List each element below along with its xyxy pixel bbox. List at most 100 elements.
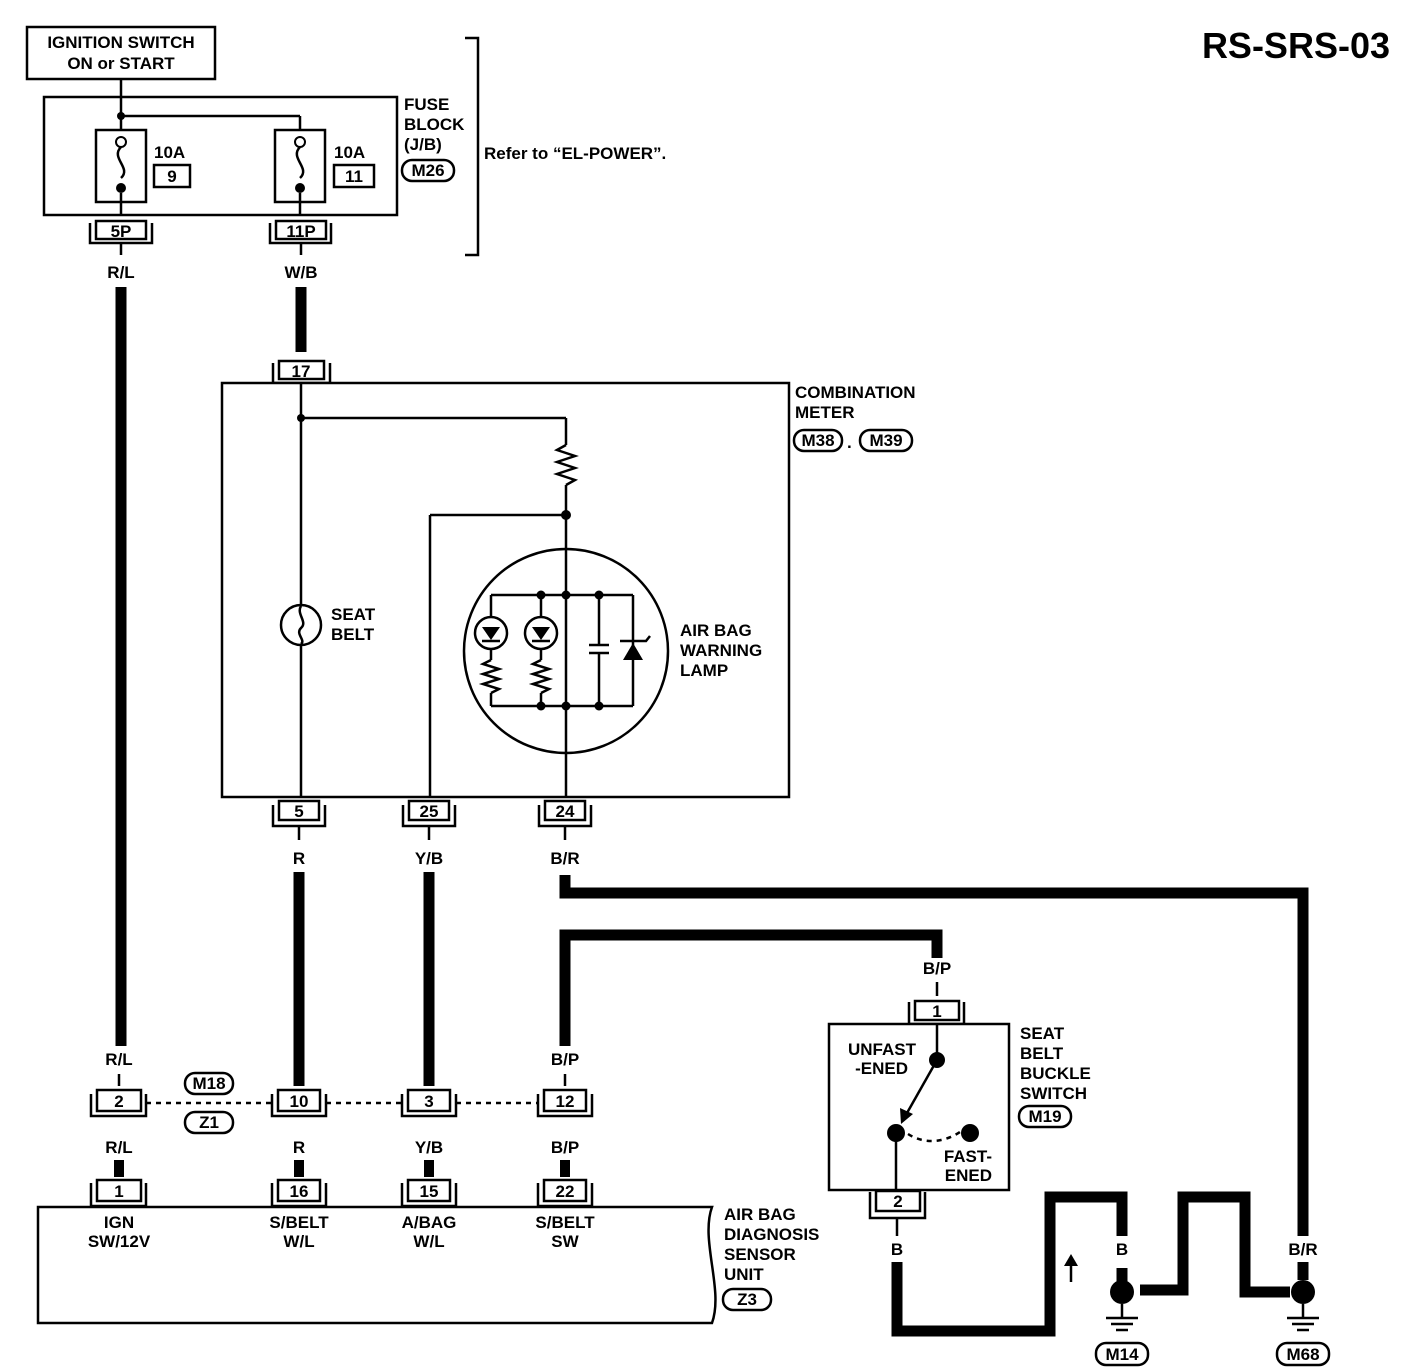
unfastened-label-1: UNFAST: [848, 1040, 917, 1059]
airbag-lamp-label-2: WARNING: [680, 641, 762, 660]
arrow-up-icon: [1064, 1254, 1078, 1282]
meter-pin-17: 17: [292, 362, 311, 381]
ground-m14-label: M14: [1105, 1345, 1139, 1364]
fuse-pin-11p: 11P W/B: [268, 219, 333, 282]
fuse-block-label-1: FUSE: [404, 95, 449, 114]
meter-pin-5: 5 R: [271, 799, 327, 868]
svg-text:S/BELT: S/BELT: [535, 1213, 595, 1232]
fuse-11-rating: 10A: [334, 143, 365, 162]
wire-label-br: B/R: [550, 849, 579, 868]
wire-label-b-2: B: [1177, 1240, 1189, 1259]
fuse-9-icon: [94, 128, 148, 204]
svg-text:SW: SW: [551, 1232, 579, 1251]
airbag-warning-lamp-icon: [462, 547, 670, 797]
switch-pin-1: 1: [932, 1002, 941, 1021]
wire-label-r-low: R: [293, 1138, 305, 1157]
fuse-block-label-3: (J/B): [404, 135, 442, 154]
svg-text:S/BELT: S/BELT: [269, 1213, 329, 1232]
switch-connector-m19: M19: [1028, 1107, 1061, 1126]
fuse-pin-5p: 5P R/L: [88, 219, 154, 282]
harness-connector-m18: M18: [192, 1074, 225, 1093]
ground-m14-icon: [1094, 1280, 1150, 1367]
fastened-label-2: ENED: [945, 1166, 992, 1185]
sensor-label-3: SENSOR: [724, 1245, 796, 1264]
fastened-label-1: FAST-: [944, 1147, 992, 1166]
harness-pin-3: 3: [424, 1092, 433, 1111]
ground-m68-icon: [1275, 1280, 1331, 1367]
airbag-lamp-label-3: LAMP: [680, 661, 728, 680]
wire-label-rl-low: R/L: [105, 1138, 132, 1157]
refer-note: Refer to “EL-POWER”.: [484, 144, 666, 163]
airbag-lamp-label-1: AIR BAG: [680, 621, 752, 640]
page-title: RS-SRS-03: [1202, 25, 1390, 66]
fuse-block: 10A 9 10A 11 FUSE BLOCK (J/B) M26 Refer …: [42, 36, 666, 257]
fuse-9-number: 9: [167, 167, 176, 186]
svg-text:W/L: W/L: [413, 1232, 444, 1251]
sensor-label-4: UNIT: [724, 1265, 764, 1284]
harness-connector-z1: Z1: [199, 1113, 219, 1132]
harness-pin-2: 2: [114, 1092, 123, 1111]
meter-connector-m39: M39: [869, 431, 902, 450]
svg-text:24: 24: [556, 802, 575, 821]
sensor-pin-1: 1: [114, 1182, 123, 1201]
sensor-label-1: AIR BAG: [724, 1205, 796, 1224]
sensor-pin-16: 16: [290, 1182, 309, 1201]
svg-text:5P: 5P: [111, 222, 132, 241]
switch-label-2: BELT: [1020, 1044, 1064, 1063]
buckle-switch: B/P 1 UNFAST -ENED FAST- ENED SEAT BELT …: [827, 959, 1091, 1259]
wire-label-bp-switch: B/P: [923, 959, 951, 978]
ignition-label-2: ON or START: [67, 54, 175, 73]
harness-pin-10: 10: [290, 1092, 309, 1111]
wire-label-bp-low: B/P: [551, 1138, 579, 1157]
meter-label-1: COMBINATION: [795, 383, 916, 402]
svg-text:11P: 11P: [286, 222, 315, 241]
switch-label-4: SWITCH: [1020, 1084, 1087, 1103]
wire-label-rl-mid: R/L: [105, 1050, 132, 1069]
ignition-switch: IGNITION SWITCH ON or START: [25, 25, 217, 81]
combination-meter: 17 COMBINATION METER M38 . M39 SEAT BELT: [220, 359, 916, 799]
fuse-block-connector: M26: [411, 161, 444, 180]
seat-belt-label-2: BELT: [331, 625, 375, 644]
wire-label-b-1: B: [1116, 1240, 1128, 1259]
svg-text:25: 25: [420, 802, 439, 821]
sensor-pin-15: 15: [420, 1182, 439, 1201]
meter-connector-m38: M38: [801, 431, 834, 450]
wire-label-r: R: [293, 849, 305, 868]
wire-label-br-ground: B/R: [1288, 1240, 1317, 1259]
switch-label-1: SEAT: [1020, 1024, 1065, 1043]
seat-belt-lamp-icon: [279, 603, 323, 647]
svg-text:A/BAG: A/BAG: [402, 1213, 457, 1232]
svg-text:5: 5: [294, 802, 303, 821]
sensor-label-2: DIAGNOSIS: [724, 1225, 819, 1244]
fuse-11-number: 11: [345, 167, 363, 186]
meter-pin-24: 24 B/R: [537, 799, 593, 868]
switch-label-3: BUCKLE: [1020, 1064, 1091, 1083]
fuse-9-rating: 10A: [154, 143, 185, 162]
airbag-sensor-unit: 1 16 15 22 IGN SW/12V S/BELT W/L A/BAG W…: [36, 1178, 819, 1325]
resistor-icon: [553, 443, 579, 487]
switch-pin-2: 2: [893, 1192, 902, 1211]
sensor-pin-22: 22: [556, 1182, 575, 1201]
fuse-11-icon: [273, 128, 327, 204]
wire-label-wb: W/B: [284, 263, 317, 282]
wire-label-yb-low: Y/B: [415, 1138, 443, 1157]
seat-belt-label-1: SEAT: [331, 605, 376, 624]
meter-label-2: METER: [795, 403, 855, 422]
svg-text:IGN: IGN: [104, 1213, 134, 1232]
svg-text:SW/12V: SW/12V: [88, 1232, 151, 1251]
fuse-block-label-2: BLOCK: [404, 115, 465, 134]
grounds: B B B B/R M14 M68: [1064, 1240, 1331, 1367]
sensor-connector-z3: Z3: [737, 1290, 757, 1309]
harness-pin-12: 12: [556, 1092, 575, 1111]
harness-connector: R/L B/P 2 10 3 12 M18 Z1 R/L R Y/B B/P: [89, 1050, 594, 1177]
ignition-label-1: IGNITION SWITCH: [47, 33, 194, 52]
wire-label-b-switch: B: [891, 1240, 903, 1259]
wire-label-yb: Y/B: [415, 849, 443, 868]
meter-pin-25: 25 Y/B: [401, 799, 457, 868]
meter-connector-sep: .: [847, 433, 852, 452]
unfastened-label-2: -ENED: [855, 1059, 908, 1078]
ground-m68-label: M68: [1286, 1345, 1319, 1364]
wire-label-b-3: B: [1239, 1240, 1251, 1259]
svg-text:W/L: W/L: [283, 1232, 314, 1251]
